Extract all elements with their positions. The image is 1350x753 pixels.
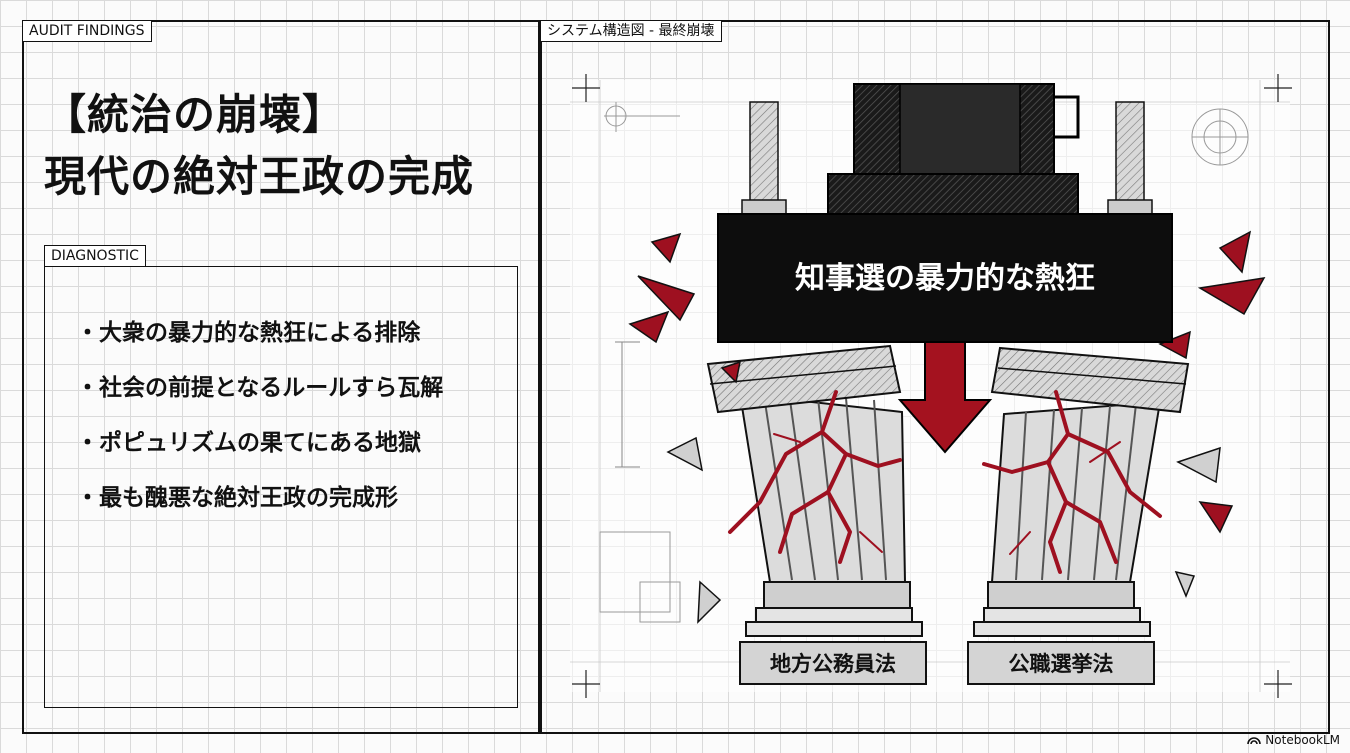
title-line-2: 現代の絶対王政の完成 — [44, 152, 475, 201]
debris — [628, 230, 1266, 624]
pillar-left-label-box — [739, 641, 927, 685]
notebooklm-logo-icon — [1247, 737, 1262, 745]
audit-findings-tag: AUDIT FINDINGS — [22, 20, 152, 42]
system-diagram-panel — [538, 20, 1330, 734]
list-item: 大衆の暴力的な熱狂による排除 — [80, 306, 443, 361]
brand-footer: NotebookLM — [1247, 733, 1340, 747]
pillar-right — [973, 346, 1190, 637]
pillar-right-label: 公職選挙法 — [1009, 652, 1114, 676]
brand-name: NotebookLM — [1265, 733, 1340, 747]
diagnostic-list: 大衆の暴力的な熱狂による排除 社会の前提となるルールすら瓦解 ポピュリズムの果て… — [80, 306, 443, 526]
registration-marks — [572, 74, 1292, 698]
audit-findings-panel — [22, 20, 542, 734]
pillar-left-label: 地方公務員法 — [770, 652, 896, 676]
list-item: 最も醜悪な絶対王政の完成形 — [80, 471, 443, 526]
press-banner — [717, 213, 1173, 343]
dimension-line — [615, 341, 640, 468]
list-item: ポピュリズムの果てにある地獄 — [80, 416, 443, 471]
press-machine — [741, 83, 1153, 223]
title-line-1: 【統治の崩壊】 — [44, 90, 346, 139]
system-diagram-tag: システム構造図 - 最終崩壊 — [540, 20, 722, 42]
target-circle-icon — [1191, 108, 1249, 166]
diagnostic-tag: DIAGNOSTIC — [44, 245, 146, 267]
page-title: 【統治の崩壊】 現代の絶対王政の完成 — [44, 84, 524, 208]
list-item: 社会の前提となるルールすら瓦解 — [80, 361, 443, 416]
down-arrow-icon — [897, 339, 993, 454]
press-label: 知事選の暴力的な熱狂 — [795, 261, 1095, 296]
diagnostic-box — [44, 266, 518, 708]
collapse-illustration: 知事選の暴力的な熱狂 地方公務員法 公職選挙法 — [570, 74, 1292, 698]
red-cracks — [728, 390, 1162, 574]
pillar-right-label-box — [967, 641, 1155, 685]
